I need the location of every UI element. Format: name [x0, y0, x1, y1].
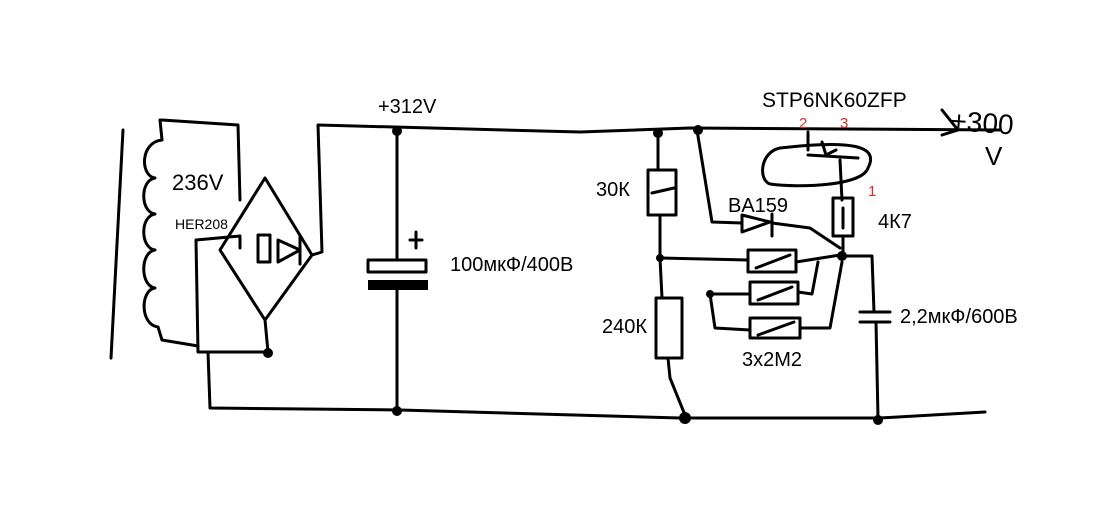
label-her208: HER208: [175, 216, 228, 232]
label-pin-1: 1: [868, 183, 876, 200]
label-312v: +312V: [378, 96, 437, 118]
r2m2-1-output: [794, 253, 842, 264]
label-transistor: STP6NK60ZFP: [762, 89, 907, 112]
resistor-input-line: [658, 256, 750, 262]
label-resistor-group: 3x2M2: [742, 349, 802, 371]
ba159-cathode-lead: [770, 221, 842, 250]
r30k-body: [646, 168, 678, 217]
label-r4k7: 4К7: [878, 211, 912, 233]
ba159-and-resistors: [658, 125, 847, 340]
ba159-anode-lead: [695, 128, 744, 225]
label-236v: 236V: [172, 170, 224, 195]
label-pin-3: 3: [840, 115, 848, 132]
snubber-capacitor: [841, 254, 892, 425]
snubber-upper-lead: [841, 254, 876, 314]
output-arrow: [940, 108, 960, 137]
node-resistor-left: [706, 290, 714, 298]
r240k-body: [654, 296, 684, 360]
transformer: [109, 118, 242, 360]
cap-plate-negative: [368, 280, 428, 290]
positive-rail: [310, 123, 1002, 257]
divider-resistors: [646, 128, 691, 424]
cap-plate-positive: [366, 258, 428, 274]
r2m2-2-mark: [756, 285, 794, 302]
transistor-body: [761, 143, 873, 188]
r240k-lower-lead: [666, 356, 687, 417]
label-ba159: BA159: [728, 195, 788, 217]
label-r30k: 30К: [596, 179, 630, 201]
transformer-top-lead: [160, 118, 242, 202]
r2m2-2-output: [796, 260, 820, 296]
label-r240k: 240К: [602, 316, 647, 338]
label-output-voltage: +300: [950, 105, 1015, 140]
transformer-core-line: [109, 128, 125, 360]
label-capacitor-main: 100мкФ/400В: [450, 254, 573, 276]
label-capacitor-snubber: 2,2мкФ/600В: [900, 306, 1018, 328]
bridge-diode-body: [256, 233, 272, 264]
snubber-lower-lead: [874, 320, 880, 420]
transformer-winding: [142, 118, 200, 348]
r2m2-3-mark: [756, 320, 796, 337]
node-r240k-bottom: [679, 412, 691, 424]
r2m2-chain-left: [708, 292, 752, 332]
r2m2-3-output: [798, 260, 844, 330]
bridge-rectifier: [194, 123, 1002, 420]
transistor-gate-lead: [838, 158, 844, 202]
node-bridge-minus: [263, 348, 273, 358]
label-output-unit: V: [985, 141, 1003, 171]
node-ba159-top: [693, 125, 703, 135]
ba159-triangle: [740, 213, 772, 234]
main-capacitor: [366, 126, 428, 416]
node-cap-bottom: [392, 406, 402, 416]
bridge-lower-lead: [194, 234, 270, 354]
node-snubber-bottom: [873, 415, 883, 425]
negative-rail: [206, 350, 987, 420]
node-cap-top: [392, 126, 402, 136]
transistor-drain-lead: [806, 130, 860, 160]
label-pin-2: 2: [799, 115, 807, 132]
r30k-mark: [650, 186, 676, 195]
transistor: [761, 130, 873, 258]
transistor-source-lead: [820, 140, 838, 157]
r2m2-1-mark: [754, 253, 792, 270]
cap-plus-sign: [408, 230, 424, 250]
node-r30k-top: [653, 128, 663, 138]
bridge-diode-triangle: [276, 238, 302, 264]
